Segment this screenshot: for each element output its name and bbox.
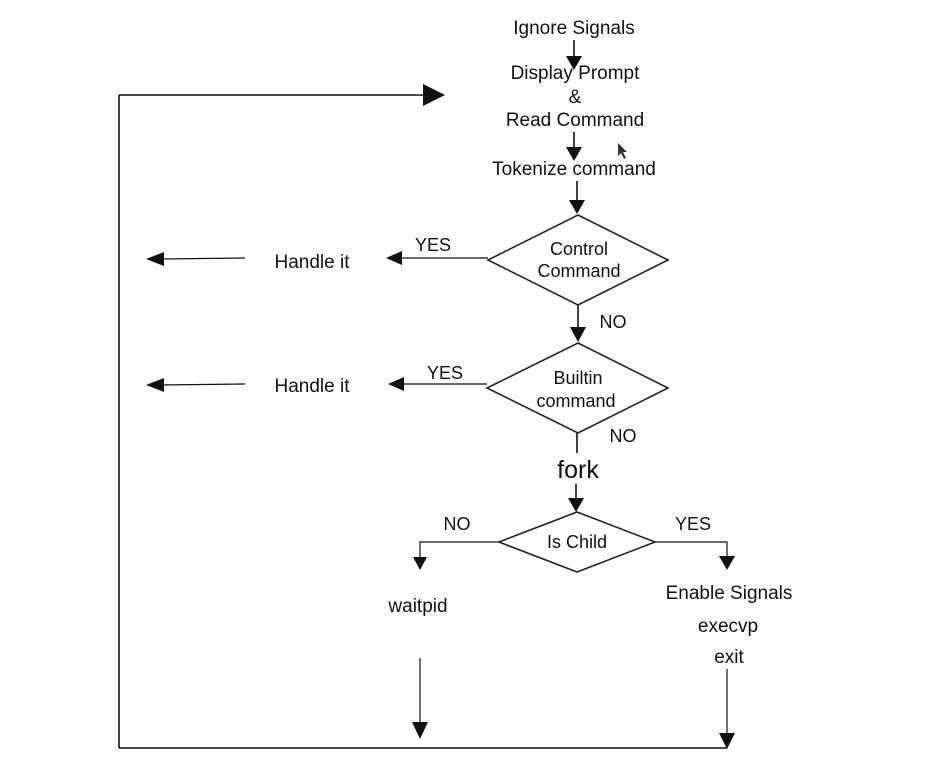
arrowhead-child-yes <box>719 556 735 570</box>
arrowhead-waitpid-down <box>412 722 428 739</box>
label-child-yes: YES <box>675 514 711 534</box>
step-waitpid: waitpid <box>387 596 447 617</box>
arrowhead-child-no <box>413 557 427 570</box>
arrowhead-exit-down <box>719 733 735 749</box>
step-tokenize-command: Tokenize command <box>492 159 656 180</box>
step-ampersand: & <box>569 87 582 108</box>
decision-control-line2: Command <box>537 261 620 281</box>
arrowhead-control-yes <box>386 251 402 265</box>
decision-is-child-label: Is Child <box>547 532 607 552</box>
label-builtin-yes: YES <box>427 363 463 383</box>
step-fork: fork <box>557 456 599 484</box>
decision-control-command <box>486 214 670 306</box>
step-enable-signals: Enable Signals <box>666 583 793 604</box>
decision-is-child <box>496 511 658 573</box>
mouse-cursor-icon <box>618 143 627 159</box>
step-execvp: execvp <box>698 616 758 637</box>
decision-builtin-line1: Builtin <box>553 368 602 388</box>
decision-builtin-command <box>485 342 670 434</box>
arrowhead-fork-to-ischild <box>568 498 584 512</box>
arrow-child-no <box>419 541 499 562</box>
arrowhead-loop-to-prompt <box>423 84 445 106</box>
arrowhead-read-to-tokenize <box>566 147 582 161</box>
arrow-child-yes <box>655 541 728 560</box>
arrowhead-handle-builtin-out <box>146 378 164 392</box>
label-control-yes: YES <box>415 235 451 255</box>
label-control-no: NO <box>600 312 627 332</box>
step-read-command: Read Command <box>506 110 644 131</box>
handler-builtin: Handle it <box>275 376 351 397</box>
label-builtin-no: NO <box>610 426 637 446</box>
step-ignore-signals: Ignore Signals <box>513 18 634 39</box>
decision-builtin-line2: command <box>536 391 615 411</box>
step-exit: exit <box>714 647 744 668</box>
arrowhead-control-no <box>570 327 586 342</box>
arrowhead-builtin-yes <box>388 377 404 391</box>
arrow-handle-control-out <box>159 257 246 260</box>
handler-control: Handle it <box>275 252 351 273</box>
arrowhead-handle-control-out <box>146 252 164 266</box>
arrowhead-tokenize-to-control <box>569 200 585 214</box>
label-child-no: NO <box>444 514 471 534</box>
decision-control-line1: Control <box>550 239 608 259</box>
arrowhead-ignore-to-prompt <box>566 56 582 70</box>
step-display-prompt: Display Prompt <box>511 63 641 84</box>
arrow-handle-builtin-out <box>159 383 246 386</box>
